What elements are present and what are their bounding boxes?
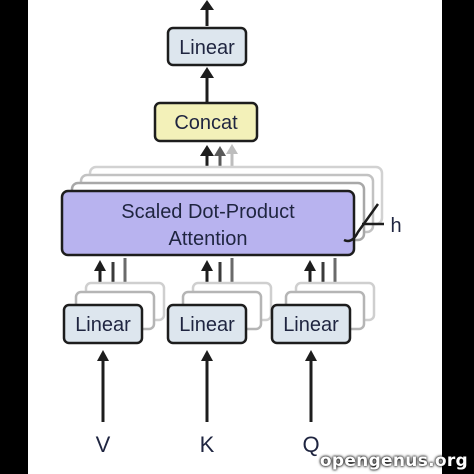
concat-box: Concat <box>153 101 259 143</box>
heads-label: h <box>390 215 401 237</box>
output-arrow <box>200 0 214 26</box>
v-linear-box: Linear <box>62 303 144 345</box>
q-linear-box: Linear <box>270 303 352 345</box>
input-arrows <box>97 350 317 422</box>
v-input-label: V <box>96 432 111 457</box>
watermark-text: opengenus.org <box>319 451 468 471</box>
top-linear-box: Linear <box>166 26 248 67</box>
k-linear-label: Linear <box>179 314 235 336</box>
heads-bracket: h <box>343 203 402 243</box>
q-linear-label: Linear <box>283 314 339 336</box>
k-input-label: K <box>200 432 215 457</box>
attention-label-line2: Attention <box>169 228 248 250</box>
v-linear-label: Linear <box>75 314 131 336</box>
k-linear-box: Linear <box>166 303 248 345</box>
top-linear-label: Linear <box>179 37 235 59</box>
concat-to-linear-arrow <box>200 67 214 102</box>
attention-label-line1: Scaled Dot-Product <box>121 201 295 223</box>
scaled-dot-product-attention-box: Scaled Dot-Product Attention <box>60 189 356 257</box>
concat-label: Concat <box>174 112 238 134</box>
q-input-label: Q <box>302 432 319 457</box>
